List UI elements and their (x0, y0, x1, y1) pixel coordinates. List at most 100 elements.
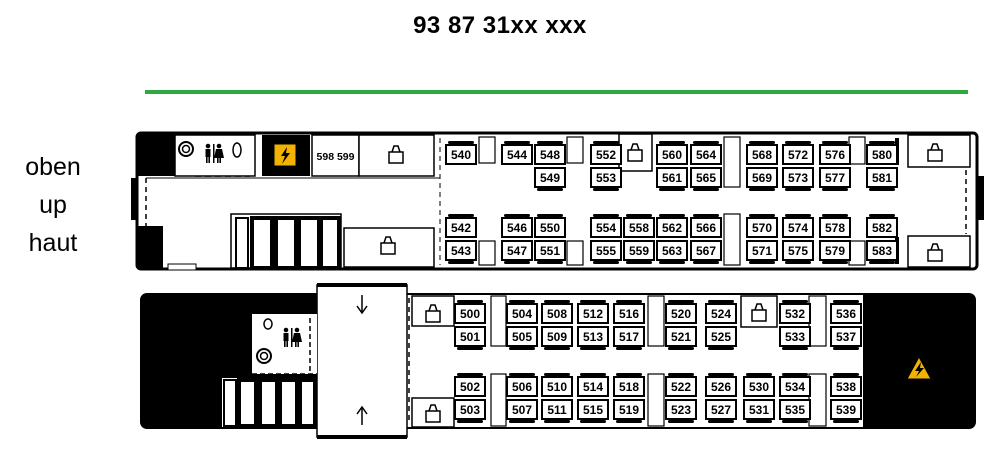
seat: 530 (743, 373, 775, 397)
seat-number: 520 (671, 307, 691, 321)
seat-number: 544 (507, 148, 527, 162)
luggage-rack-upper-1 (358, 134, 435, 177)
seat-number: 570 (752, 221, 772, 235)
seat: 551 (534, 240, 566, 264)
deck-label-en: up (39, 191, 67, 219)
seat: 509 (541, 326, 573, 350)
seat-number: 542 (451, 221, 471, 235)
seat-number: 575 (788, 244, 808, 258)
seat-number: 522 (671, 380, 691, 394)
seat: 572 (782, 141, 814, 165)
seat: 581 (866, 167, 898, 191)
seat-number: 521 (671, 330, 691, 344)
seat-number: 517 (619, 330, 639, 344)
seat-number: 524 (711, 307, 731, 321)
seat-number: 573 (788, 171, 808, 185)
seat: 582 (866, 214, 898, 238)
seat-number: 550 (540, 221, 560, 235)
seat-number: 513 (583, 330, 603, 344)
seat: 535 (779, 399, 811, 423)
luggage-icon (927, 143, 943, 162)
seat: 583 (866, 240, 898, 264)
seat: 521 (665, 326, 697, 350)
seat: 534 (779, 373, 811, 397)
upper-end-block (137, 133, 175, 176)
seat: 519 (613, 399, 645, 423)
seat-number: 564 (696, 148, 716, 162)
seat: 555 (590, 240, 622, 264)
seat-number: 548 (540, 148, 560, 162)
seat-number: 549 (540, 171, 560, 185)
seat-number: 577 (825, 171, 845, 185)
seat-number: 562 (662, 221, 682, 235)
seat-number: 505 (512, 330, 532, 344)
seat-number: 553 (596, 171, 616, 185)
seat-number: 519 (619, 403, 639, 417)
seat-number: 509 (547, 330, 567, 344)
seat-number: 583 (872, 244, 892, 258)
wc-icon (283, 327, 302, 347)
seat-number: 540 (451, 148, 471, 162)
seat: 502 (454, 373, 486, 397)
luggage-rack-lower-3 (740, 295, 778, 328)
seat: 578 (819, 214, 851, 238)
seat: 543 (445, 240, 477, 264)
seat: 544 (501, 141, 533, 165)
seat-number: 547 (507, 244, 527, 258)
seat-number: 533 (785, 330, 805, 344)
floor-step (167, 263, 197, 271)
seat: 560 (656, 141, 688, 165)
seat-number: 582 (872, 221, 892, 235)
seat: 547 (501, 240, 533, 264)
seat: 505 (506, 326, 538, 350)
seat-number: 571 (752, 244, 772, 258)
seat: 522 (665, 373, 697, 397)
seat: 514 (577, 373, 609, 397)
seat-number: 526 (711, 380, 731, 394)
high-voltage-icon (273, 143, 297, 167)
seat: 536 (830, 300, 862, 324)
seat: 513 (577, 326, 609, 350)
seat: 558 (623, 214, 655, 238)
seat: 527 (705, 399, 737, 423)
lower-stairs (222, 378, 317, 428)
seat-number: 525 (711, 330, 731, 344)
seat-number: 515 (583, 403, 603, 417)
seat: 506 (506, 373, 538, 397)
seat-number: 532 (785, 307, 805, 321)
seat-number: 560 (662, 148, 682, 162)
seat-number: 567 (696, 244, 716, 258)
seat: 575 (782, 240, 814, 264)
seat: 580 (866, 141, 898, 165)
seat-number: 510 (547, 380, 567, 394)
seat: 510 (541, 373, 573, 397)
seat: 577 (819, 167, 851, 191)
lower-deck: 5005015045055085095125135165175205215245… (140, 283, 976, 439)
seat-number: 559 (629, 244, 649, 258)
seat: 518 (613, 373, 645, 397)
seat: 554 (590, 214, 622, 238)
seat: 548 (534, 141, 566, 165)
seat-number: 555 (596, 244, 616, 258)
lower-seat-area: 5005015045055085095125135165175205215245… (454, 300, 862, 423)
luggage-icon (751, 303, 767, 322)
luggage-icon (380, 236, 396, 255)
seat: 523 (665, 399, 697, 423)
service-seats-label: 598 599 (317, 151, 355, 163)
seat: 568 (746, 141, 778, 165)
seat: 574 (782, 214, 814, 238)
seat-number: 535 (785, 403, 805, 417)
seat: 515 (577, 399, 609, 423)
seat-number: 516 (619, 307, 639, 321)
seat-number: 539 (836, 403, 856, 417)
seat: 567 (690, 240, 722, 264)
seat-number: 565 (696, 171, 716, 185)
seat: 573 (782, 167, 814, 191)
deck-label: oben up haut (14, 148, 92, 262)
seat: 507 (506, 399, 538, 423)
seat: 525 (705, 326, 737, 350)
seat: 532 (779, 300, 811, 324)
seat-number: 538 (836, 380, 856, 394)
seat-number: 537 (836, 330, 856, 344)
